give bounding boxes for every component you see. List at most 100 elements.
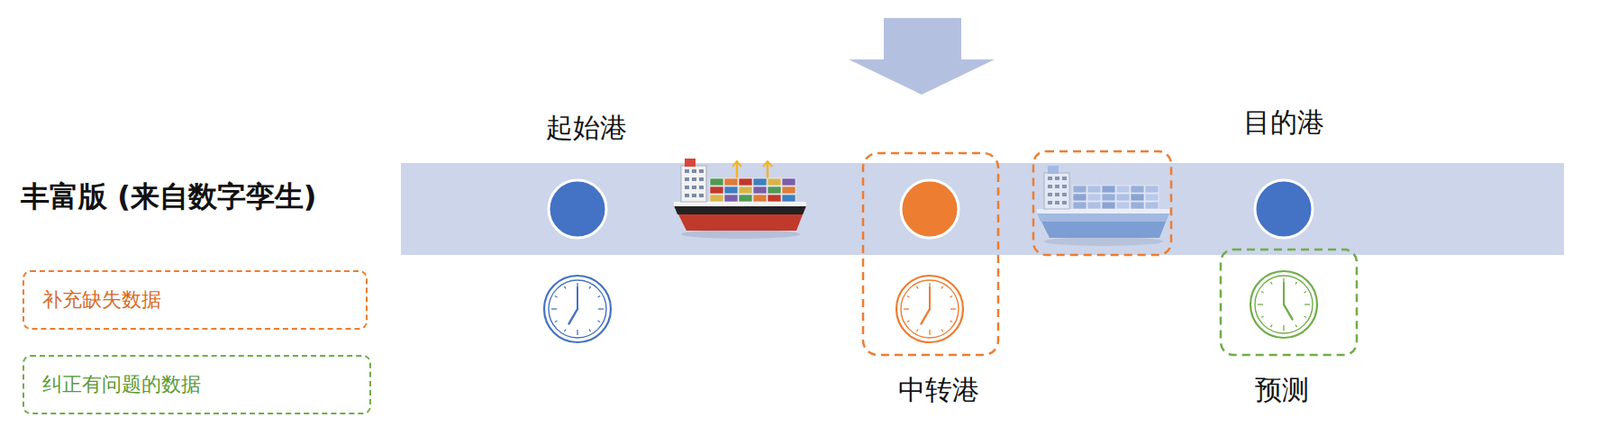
cargo-container (724, 186, 738, 194)
cargo-container (1130, 193, 1145, 201)
clock-tick (941, 286, 944, 290)
ship-window (691, 185, 697, 190)
forecast-label: 预测 (1254, 372, 1310, 410)
ship-window (684, 169, 690, 173)
clock-hand (569, 309, 579, 324)
clock-hand (928, 287, 931, 310)
legend-entry: 补充缺失数据 (22, 270, 368, 330)
clock-tick (1261, 291, 1264, 294)
cargo-container (724, 178, 738, 186)
ship-window (1062, 200, 1067, 205)
ship-funnel (684, 158, 696, 167)
cargo-container (767, 186, 782, 194)
ship-window (1054, 200, 1060, 205)
ship-window (684, 177, 690, 182)
ship-funnel (1047, 165, 1059, 174)
cargo-container (1145, 185, 1159, 193)
clock-rim (1250, 271, 1318, 338)
clock-tick (1304, 316, 1308, 319)
fill-highlight (863, 153, 999, 355)
ship-crane (732, 161, 742, 167)
ship-window (699, 185, 704, 190)
ship-window (1047, 200, 1053, 205)
cargo-container (753, 178, 767, 186)
clock-tick (1295, 325, 1298, 328)
cargo-container (753, 194, 767, 202)
cargo-container (1101, 201, 1116, 210)
clock-tick (917, 286, 919, 290)
cargo-container (1087, 193, 1101, 201)
destination-port-dot (1254, 180, 1313, 238)
ship-window (1047, 184, 1053, 189)
ship-hull-stripe (1036, 212, 1170, 222)
cargo-container (1072, 201, 1087, 210)
ship-window (699, 193, 704, 198)
clock-tick (554, 296, 558, 299)
cargo-container (1116, 193, 1130, 201)
clock-rim (896, 275, 964, 343)
row-label: 丰富版 (来自数字孪生) (20, 177, 317, 218)
ship-hull (1036, 212, 1170, 238)
ship-window (1062, 184, 1067, 189)
ship-window (691, 169, 697, 173)
port-label: 中转港 (898, 372, 980, 410)
clock-tick (589, 286, 591, 290)
cargo-container (1130, 201, 1145, 210)
clock-tick (1271, 325, 1273, 328)
ship-window (691, 193, 697, 198)
cargo-container (738, 178, 753, 186)
ship-window (684, 193, 690, 198)
clock-hand (576, 287, 579, 310)
ship-window (699, 177, 704, 182)
port-label: 起始港 (545, 109, 628, 147)
ship-crane (1126, 168, 1136, 174)
clock-tick (903, 308, 910, 310)
cargo-container (1145, 201, 1159, 210)
cargo-container (781, 194, 796, 202)
cargo-container (1116, 201, 1130, 210)
cargo-container (781, 178, 796, 186)
ship-window (1062, 176, 1067, 181)
clock-tick (950, 308, 956, 310)
clock-tick (917, 329, 919, 333)
clock-rim (544, 275, 611, 343)
clock-tick (907, 320, 910, 323)
transit-port-dot (900, 180, 959, 238)
clock-tick (554, 320, 558, 323)
ship-hull-stripe (673, 205, 807, 215)
ship-window (1054, 192, 1060, 197)
ship-window (1054, 184, 1060, 189)
ship-shadow (681, 229, 800, 239)
legend-text: 纠正有问题的数据 (24, 371, 219, 399)
ship-bridge (681, 165, 707, 202)
cargo-container (781, 186, 796, 194)
ship-crane (1095, 168, 1105, 174)
clock-tick (598, 320, 601, 323)
ship-deck (1036, 209, 1170, 214)
ship-window (1062, 192, 1067, 197)
clock-tick (1304, 291, 1308, 294)
ship-window (1047, 176, 1053, 181)
clock-hand (921, 309, 931, 324)
cargo-container (709, 186, 724, 194)
clock-rim (1254, 275, 1313, 334)
clock-icon (896, 275, 964, 343)
clock-rim (548, 280, 607, 338)
clock-tick (950, 320, 954, 323)
clock-tick (1261, 316, 1264, 319)
cargo-container (738, 186, 753, 194)
clock-hand (1283, 304, 1293, 319)
clock-tick (589, 329, 591, 333)
port-label: 目的港 (1243, 104, 1325, 142)
clock-tick (598, 296, 601, 299)
down-arrow (848, 18, 995, 95)
clock-tick (941, 329, 944, 333)
cargo-container (1087, 201, 1101, 210)
cargo-container (1130, 185, 1145, 193)
cargo-container (1072, 193, 1087, 201)
legend-text: 补充缺失数据 (24, 286, 180, 314)
clock-icon (544, 275, 611, 343)
ship-bridge (1044, 172, 1070, 210)
clock-tick (950, 296, 954, 299)
cargo-container (709, 178, 724, 186)
